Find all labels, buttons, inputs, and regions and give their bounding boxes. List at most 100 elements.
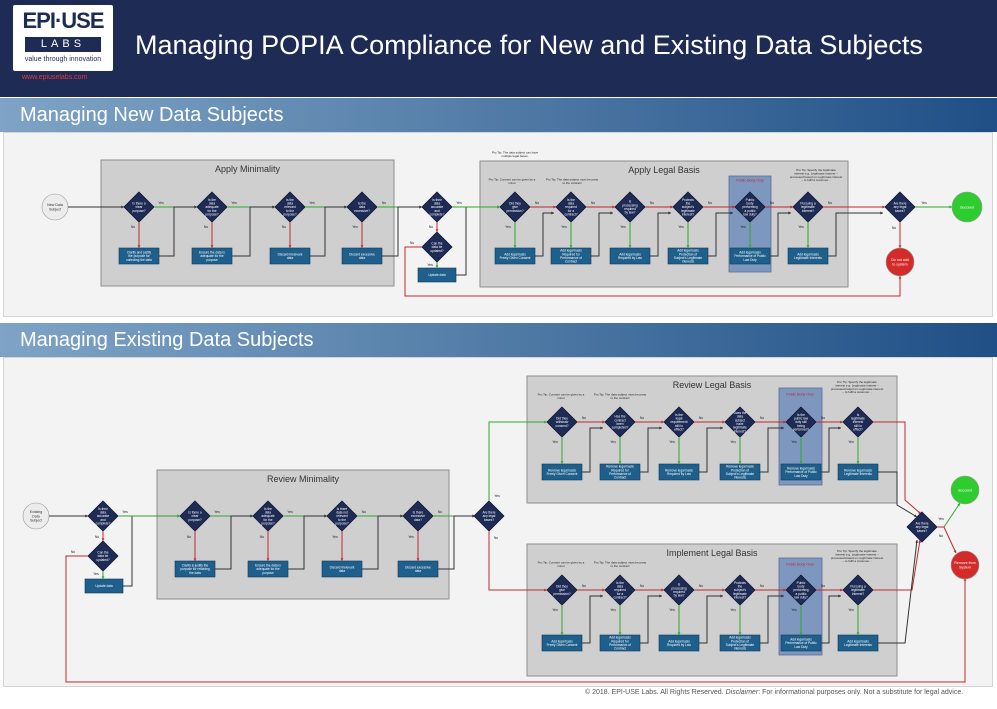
implement-public-body-label: Public Body Only <box>786 562 814 566</box>
no-label: No <box>410 241 414 245</box>
arrowhead <box>628 245 632 248</box>
connector <box>640 427 662 473</box>
yes-label: Yes <box>921 201 927 205</box>
connector <box>591 212 613 257</box>
existing-success-node[interactable] <box>950 475 980 505</box>
arrowhead <box>882 205 885 209</box>
no-label: No <box>640 584 644 588</box>
no-label: No <box>494 536 498 540</box>
yes-label: Yes <box>791 440 797 444</box>
arrowhead <box>838 594 841 598</box>
yes-label: Yes <box>678 225 684 229</box>
arrowhead <box>953 550 957 553</box>
yes-label: Yes <box>214 510 220 514</box>
yes-label: Yes <box>408 535 414 539</box>
arrowhead <box>612 205 615 209</box>
yes-label: Yes <box>158 201 164 205</box>
apply-minimality-group-title: Apply Minimality <box>215 164 281 174</box>
arrowhead <box>720 594 723 598</box>
no-label: No <box>187 535 191 539</box>
arrowhead <box>788 211 791 215</box>
arrowhead <box>344 205 347 209</box>
arrowhead <box>194 205 197 209</box>
arrowhead <box>898 276 902 279</box>
connector <box>582 427 603 473</box>
logo-url[interactable]: www.epiuselabs.com <box>22 74 88 81</box>
no-label: No <box>699 416 703 420</box>
connector <box>488 531 547 591</box>
yes-label: Yes <box>848 440 854 444</box>
arrowhead <box>840 588 843 592</box>
yes-label: Yes <box>456 201 462 205</box>
arrowhead <box>121 205 124 209</box>
arrowhead <box>730 211 733 215</box>
review-public-body-label: Public Body Only <box>786 392 814 396</box>
no-label: No <box>282 225 286 229</box>
no-label: No <box>260 535 264 539</box>
arrowhead <box>670 205 673 209</box>
connector <box>404 246 901 297</box>
connector <box>821 595 841 644</box>
yes-label: Yes <box>669 608 675 612</box>
connector <box>65 555 966 683</box>
arrowhead <box>963 578 967 581</box>
arrowhead <box>193 558 197 561</box>
apply-legal-basis-group <box>479 160 849 288</box>
no-label: No <box>535 201 539 205</box>
logo-labs: LABS <box>25 37 101 52</box>
arrowhead <box>914 514 917 517</box>
yes-label: Yes <box>287 510 293 514</box>
connector <box>873 539 921 591</box>
connector <box>699 595 723 644</box>
yes-label: Yes <box>93 572 99 576</box>
arrowhead <box>544 588 547 592</box>
arrowhead <box>435 229 439 232</box>
connector <box>582 595 603 644</box>
no-label: No <box>640 416 644 420</box>
no-label: No <box>582 416 586 420</box>
yes-label: Yes <box>730 608 736 612</box>
arrowhead <box>677 461 681 464</box>
arrowhead <box>266 558 270 561</box>
review-legal-basis-group <box>526 375 898 504</box>
existing-fail-node[interactable] <box>950 550 980 580</box>
footer: © 2018. EPI-USE Labs. All Rights Reserve… <box>585 689 990 696</box>
yes-label: Yes <box>427 263 433 267</box>
yes-label: Yes <box>309 201 315 205</box>
yes-label: Yes <box>352 225 358 229</box>
arrowhead <box>435 265 439 268</box>
existing-final-legal-q[interactable] <box>906 511 938 543</box>
arrowhead <box>551 211 554 215</box>
no-label: No <box>362 510 366 514</box>
arrowhead <box>668 211 671 215</box>
yes-label: Yes <box>332 535 338 539</box>
arrowhead <box>602 588 605 592</box>
arrowhead <box>806 245 810 248</box>
arrowhead <box>790 205 793 209</box>
connector <box>937 502 961 528</box>
section-heading-existing: Managing Existing Data Subjects <box>0 323 997 357</box>
arrowhead <box>360 245 364 248</box>
arrowhead <box>400 514 403 518</box>
connector <box>488 421 547 501</box>
arrowhead <box>560 632 564 635</box>
yes-label: Yes <box>669 440 675 444</box>
arrowhead <box>659 594 662 598</box>
arrowhead <box>602 420 605 424</box>
